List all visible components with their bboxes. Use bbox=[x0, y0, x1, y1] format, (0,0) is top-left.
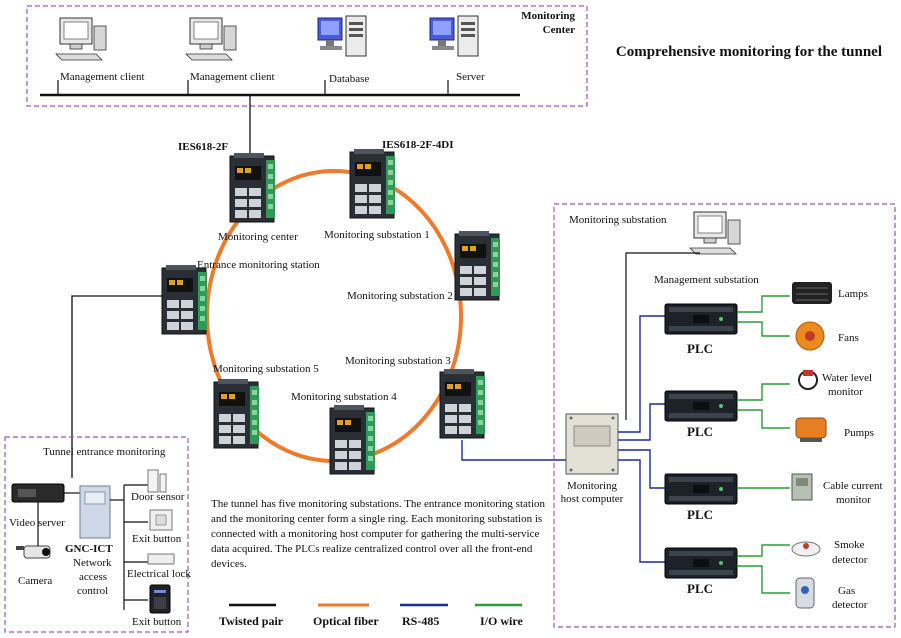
switch-monitoring-center bbox=[229, 152, 276, 223]
legend-twisted-pair-label: Twisted pair bbox=[219, 614, 284, 628]
workstation-icon bbox=[689, 211, 741, 255]
model-label-ies618-2f: IES618-2F bbox=[178, 141, 228, 153]
access-controller-icon bbox=[79, 485, 111, 539]
workstation-icon bbox=[55, 17, 107, 61]
gnc-line1-label: Network bbox=[73, 557, 112, 569]
switch-substation-5 bbox=[213, 378, 260, 449]
ring-label-substation-2: Monitoring substation 2 bbox=[347, 290, 453, 302]
substation-zone-title: Monitoring substation bbox=[569, 214, 667, 226]
ring-label-substation-5: Monitoring substation 5 bbox=[213, 363, 319, 375]
gas-detector-icon bbox=[795, 577, 815, 609]
plc-4-label: PLC bbox=[687, 581, 713, 596]
ring-label-substation-4: Monitoring substation 4 bbox=[291, 391, 397, 403]
switch-substation-3 bbox=[439, 368, 486, 439]
device-water-level-label-line1: Water level bbox=[822, 372, 872, 384]
model-label-ies618-2f-4di: IES618-2F-4DI bbox=[382, 139, 454, 151]
electrical-lock-label: Electrical lock bbox=[127, 568, 191, 580]
management-substation-label: Management substation bbox=[654, 274, 759, 286]
door-sensor-label: Door sensor bbox=[131, 491, 185, 503]
monitoring-center-zone bbox=[26, 5, 588, 107]
legend-io-wire-label: I/O wire bbox=[480, 614, 523, 628]
server-icon bbox=[429, 15, 479, 57]
plc-2-label: PLC bbox=[687, 424, 713, 439]
keypad-exit-button-icon bbox=[149, 584, 171, 614]
lamp-icon bbox=[792, 282, 832, 304]
device-cable-current-label-line1: Cable current bbox=[823, 480, 883, 492]
device-water-level-label-line2: monitor bbox=[828, 386, 863, 398]
legend: Twisted pair Optical fiber RS-485 I/O wi… bbox=[219, 603, 523, 628]
camera-label: Camera bbox=[18, 575, 52, 587]
device-cable-current-label-line2: monitor bbox=[836, 494, 871, 506]
monitoring-host-computer bbox=[565, 413, 619, 475]
pump-icon bbox=[795, 417, 827, 442]
exit-button-icon bbox=[149, 509, 173, 531]
device-gas-label-line1: Gas bbox=[838, 585, 855, 597]
switch-substation-4 bbox=[329, 404, 376, 475]
twisted-pair-management-host bbox=[625, 252, 700, 420]
device-smoke-label-line2: detector bbox=[832, 554, 868, 566]
gnc-line2-label: access bbox=[79, 571, 107, 583]
plc-3 bbox=[664, 473, 738, 505]
monitoring-center-label-line1: Monitoring bbox=[521, 10, 575, 22]
diagram-title: Comprehensive monitoring for the tunnel bbox=[616, 44, 882, 60]
workstation-icon bbox=[185, 17, 237, 61]
plc-4 bbox=[664, 547, 738, 579]
video-server-label: Video server bbox=[9, 517, 65, 529]
switch-substation-2 bbox=[454, 230, 501, 301]
plc-2 bbox=[664, 390, 738, 422]
description-text: The tunnel has five monitoring substatio… bbox=[211, 498, 546, 570]
cable-current-monitor-icon bbox=[791, 473, 813, 501]
plc-1-label: PLC bbox=[687, 341, 713, 356]
water-level-monitor-icon bbox=[798, 370, 818, 390]
video-server-icon bbox=[11, 483, 65, 503]
ring-label-entrance-station: Entrance monitoring station bbox=[197, 259, 320, 271]
exit-button-1-label: Exit button bbox=[132, 533, 182, 545]
door-sensor-icon bbox=[147, 469, 167, 493]
smoke-detector-icon bbox=[791, 541, 821, 557]
plc-3-label: PLC bbox=[687, 507, 713, 522]
fan-icon bbox=[795, 321, 825, 351]
gnc-ict-label: GNC-ICT bbox=[65, 543, 113, 555]
database-server-icon bbox=[317, 15, 367, 57]
ring-label-substation-3: Monitoring substation 3 bbox=[345, 355, 451, 367]
host-label-line1: Monitoring bbox=[567, 480, 618, 492]
device-fans-label: Fans bbox=[838, 332, 859, 344]
gnc-line3-label: control bbox=[77, 585, 108, 597]
exit-button-2-label: Exit button bbox=[132, 616, 182, 628]
plc-1 bbox=[664, 303, 738, 335]
device-gas-label-line2: detector bbox=[832, 599, 868, 611]
device-pumps-label: Pumps bbox=[844, 427, 874, 439]
server-label: Server bbox=[456, 71, 485, 83]
ring-label-substation-1: Monitoring substation 1 bbox=[324, 229, 430, 241]
camera-icon bbox=[16, 545, 51, 559]
entrance-zone-title: Tunnel entrance monitoring bbox=[43, 446, 166, 458]
database-label: Database bbox=[329, 73, 369, 85]
switch-entrance-station bbox=[161, 264, 208, 335]
monitoring-center-label-line2: Center bbox=[543, 24, 575, 36]
management-client-2-label: Management client bbox=[190, 71, 275, 83]
device-lamps-label: Lamps bbox=[838, 288, 868, 300]
ring-label-monitoring-center: Monitoring center bbox=[218, 231, 298, 243]
legend-optical-fiber-label: Optical fiber bbox=[313, 614, 379, 628]
substation-zone bbox=[553, 203, 896, 628]
entrance-zone bbox=[4, 436, 189, 633]
switch-substation-1 bbox=[349, 148, 396, 219]
twisted-pair-entrance-link bbox=[71, 295, 162, 478]
management-client-1-label: Management client bbox=[60, 71, 145, 83]
electrical-lock-icon bbox=[147, 553, 175, 565]
legend-rs485-label: RS-485 bbox=[402, 614, 439, 628]
device-smoke-label-line1: Smoke bbox=[834, 539, 865, 551]
rs485-link-substation3-host bbox=[461, 440, 580, 461]
host-label-line2: host computer bbox=[561, 493, 624, 505]
